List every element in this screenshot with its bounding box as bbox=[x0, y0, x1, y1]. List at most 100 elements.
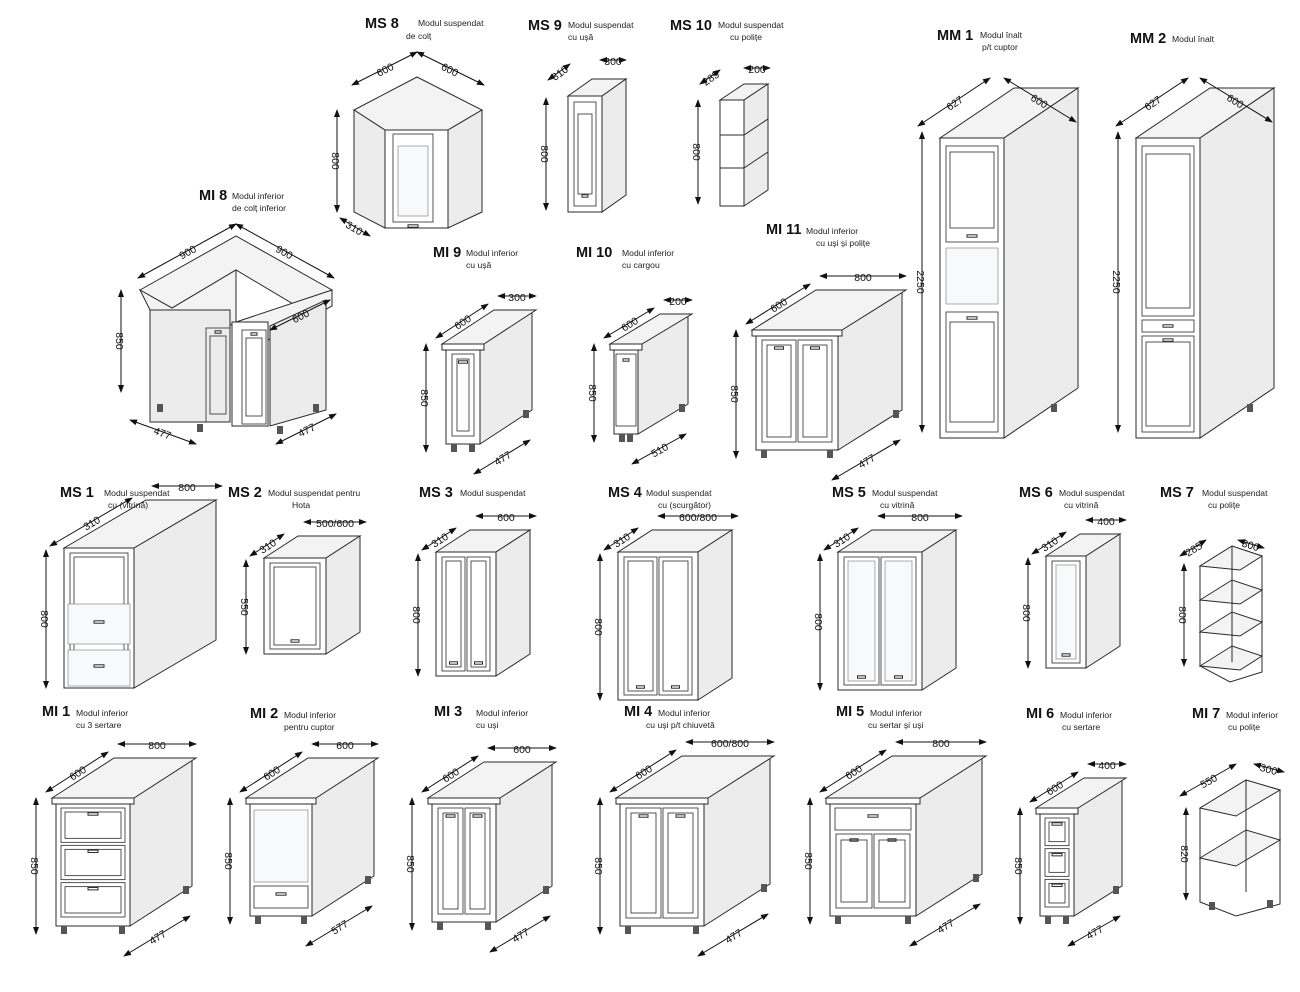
dim-width: 600/800 bbox=[657, 512, 739, 524]
leg-front-left bbox=[255, 916, 261, 924]
module-code: MS 8 bbox=[365, 16, 399, 32]
drawer-panel bbox=[1048, 821, 1066, 843]
glass-pane bbox=[1055, 564, 1077, 660]
door-handle bbox=[857, 675, 866, 679]
door bbox=[625, 807, 662, 919]
dim-depth-line bbox=[435, 303, 489, 339]
module-description-2: cu polițe bbox=[730, 32, 762, 42]
dim-depth-line bbox=[1179, 763, 1237, 797]
upper-door-handle bbox=[966, 234, 978, 238]
module-code: MS 4 bbox=[608, 485, 642, 501]
dim-floor-depth-line bbox=[473, 439, 531, 475]
drawer-front bbox=[1141, 319, 1195, 333]
lower-flap-handle bbox=[93, 664, 105, 668]
door bbox=[761, 339, 797, 443]
drawer-handle bbox=[87, 886, 99, 891]
module-code: MS 1 bbox=[60, 485, 94, 501]
module-description-2: cu uși p/t chiuvetă bbox=[646, 720, 715, 730]
dim-height: 850 bbox=[418, 343, 430, 453]
leg-front-left bbox=[625, 926, 631, 934]
dim-floor-depth-line bbox=[697, 913, 769, 957]
module-code: MS 6 bbox=[1019, 485, 1053, 501]
module-description-2: pentru cuptor bbox=[284, 722, 335, 732]
dim-height-label: 800 bbox=[538, 145, 550, 163]
door-panel bbox=[878, 839, 906, 903]
module-code: MS 2 bbox=[228, 485, 262, 501]
module-code: MI 4 bbox=[624, 704, 652, 720]
dim-floor-depth-line bbox=[123, 915, 191, 957]
dim-height: 800 bbox=[1020, 557, 1032, 669]
countertop-edge bbox=[609, 343, 643, 351]
dim-height: 2250 bbox=[1110, 131, 1122, 433]
dim-height-label: 2250 bbox=[914, 270, 926, 294]
leg-front-right bbox=[905, 916, 911, 924]
side-face bbox=[921, 529, 957, 691]
dim-depth-line bbox=[239, 751, 303, 793]
front-face bbox=[1039, 807, 1075, 917]
dim-width-label: 600/800 bbox=[679, 512, 717, 524]
drawer-handle bbox=[1051, 883, 1063, 888]
right-door bbox=[241, 329, 267, 425]
module-description-1: Modul înalt bbox=[1172, 34, 1215, 44]
side-face bbox=[743, 83, 769, 207]
module-description-1: Modul inferior bbox=[76, 708, 128, 718]
dim-depth-line bbox=[1115, 77, 1189, 127]
dim-width: 300 bbox=[497, 292, 537, 304]
leg-4 bbox=[313, 404, 319, 412]
door-handle bbox=[887, 838, 897, 842]
dim-floor-depth-line bbox=[305, 905, 373, 947]
door bbox=[873, 833, 911, 909]
module-code: MS 9 bbox=[528, 18, 562, 34]
door-handle bbox=[458, 360, 468, 364]
leg-front-left bbox=[451, 444, 457, 452]
dim-width-label: 200 bbox=[748, 64, 766, 76]
shelf-3 bbox=[1198, 611, 1264, 637]
dim-depth: 310 bbox=[547, 63, 571, 84]
module-description-1: Modul inferior bbox=[658, 708, 710, 718]
drawer-front bbox=[60, 882, 126, 918]
drawer-handle bbox=[87, 849, 99, 854]
module-code: MS 3 bbox=[419, 485, 453, 501]
module-description-2: de colț bbox=[406, 31, 432, 41]
dim-height-label: 550 bbox=[238, 598, 250, 616]
dim-depth-line bbox=[699, 69, 721, 85]
module-description-1: Modul suspendat pentru bbox=[268, 488, 360, 498]
leg-2 bbox=[1267, 900, 1273, 908]
door-panel bbox=[445, 560, 462, 668]
side-face bbox=[1085, 533, 1121, 669]
dim-floor-left: 477 bbox=[129, 419, 197, 445]
dim-height-label: 800 bbox=[812, 613, 824, 631]
leg-front-left bbox=[1045, 916, 1051, 924]
dim-height: 850 bbox=[802, 797, 814, 925]
front-face bbox=[435, 551, 497, 677]
left-door-panel bbox=[209, 335, 227, 415]
lower-flap-glass bbox=[67, 649, 131, 687]
dim-width-right: 600 bbox=[416, 51, 485, 86]
dim-height-label: 800 bbox=[1176, 606, 1188, 624]
leg-front-right bbox=[693, 926, 699, 934]
oven-niche bbox=[945, 247, 999, 305]
dim-depth-line bbox=[609, 749, 677, 793]
module-description-2: cu sertar și uși bbox=[868, 720, 923, 730]
drawer-front bbox=[1044, 878, 1070, 908]
dim-floor-depth: 477 bbox=[473, 439, 531, 475]
door-panel bbox=[627, 560, 654, 692]
dim-height: 850 bbox=[586, 343, 598, 443]
dim-height: 800 bbox=[690, 99, 702, 205]
door-panel bbox=[667, 812, 694, 914]
door bbox=[662, 807, 699, 919]
oven-niche bbox=[253, 809, 309, 883]
dim-depth-line bbox=[547, 63, 571, 81]
glass-pane bbox=[847, 560, 876, 682]
upper-door-panel bbox=[949, 151, 995, 229]
door-handle bbox=[774, 346, 784, 350]
module-description-2: cu cargou bbox=[622, 260, 660, 270]
module-code: MI 9 bbox=[433, 245, 461, 261]
module-code: MI 6 bbox=[1026, 706, 1054, 722]
